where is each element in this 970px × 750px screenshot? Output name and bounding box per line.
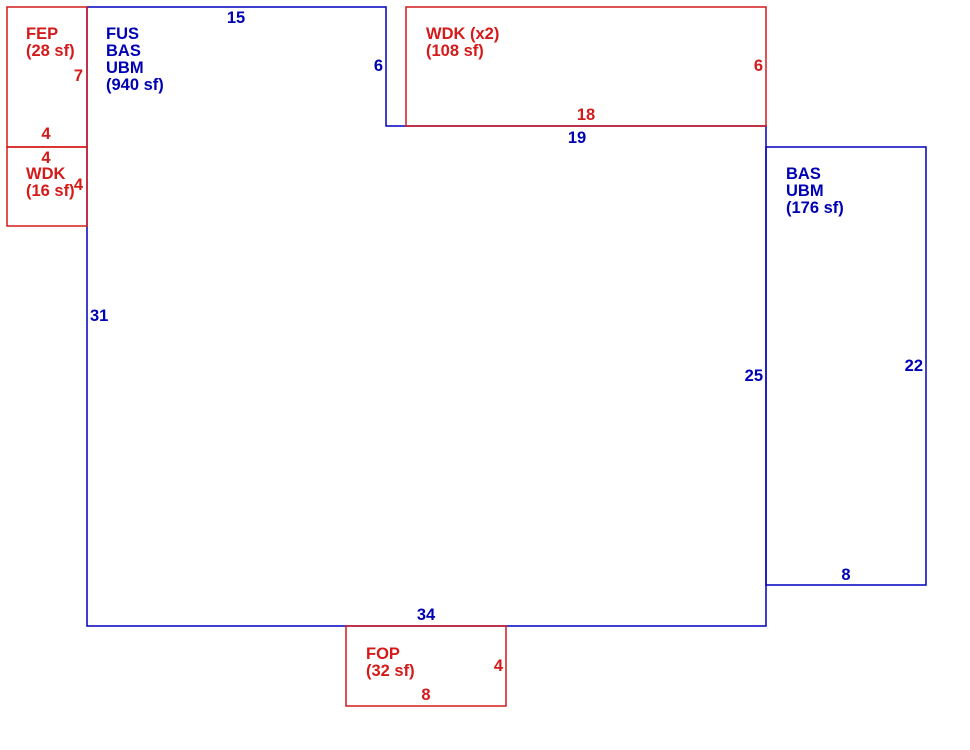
side-area-label: BAS UBM (176 sf) bbox=[786, 165, 844, 217]
dimension-wdk-top-right: 6 bbox=[754, 57, 763, 75]
dimension-main-bottom: 34 bbox=[417, 606, 436, 624]
dimension-main-top: 15 bbox=[227, 9, 245, 27]
dimension-side-right: 22 bbox=[905, 357, 923, 375]
dimension-wdk-small-right: 4 bbox=[74, 176, 84, 194]
dimension-fop-bottom: 8 bbox=[421, 686, 430, 704]
fop-outline bbox=[345, 625, 507, 707]
fep-area-label: FEP (28 sf) bbox=[26, 25, 75, 60]
wdk-top-area-label: WDK (x2) (108 sf) bbox=[426, 25, 504, 60]
dimension-fep-bottom: 4 bbox=[41, 125, 51, 143]
main-area-label: FUS BAS UBM (940 sf) bbox=[106, 25, 164, 94]
dimension-wdk-top-bottom: 18 bbox=[577, 106, 595, 124]
wdk-small-outline bbox=[6, 146, 88, 227]
dimension-wdk-small-top: 4 bbox=[41, 149, 51, 167]
fop-area-label: FOP (32 sf) bbox=[366, 645, 415, 680]
dimension-main-notch-side: 6 bbox=[374, 57, 383, 75]
dimension-fep-right: 7 bbox=[74, 67, 83, 85]
dimension-main-left: 31 bbox=[90, 307, 108, 325]
dimension-fop-right: 4 bbox=[494, 657, 504, 675]
main-building-outline bbox=[86, 6, 767, 627]
dimension-side-bottom: 8 bbox=[841, 566, 850, 584]
dimension-main-notch-bottom: 19 bbox=[568, 129, 586, 147]
side-addition-outline bbox=[765, 146, 927, 586]
wdk-small-area-label: WDK (16 sf) bbox=[26, 165, 75, 200]
wdk-top-outline bbox=[405, 6, 767, 127]
dimension-main-right: 25 bbox=[745, 367, 763, 385]
